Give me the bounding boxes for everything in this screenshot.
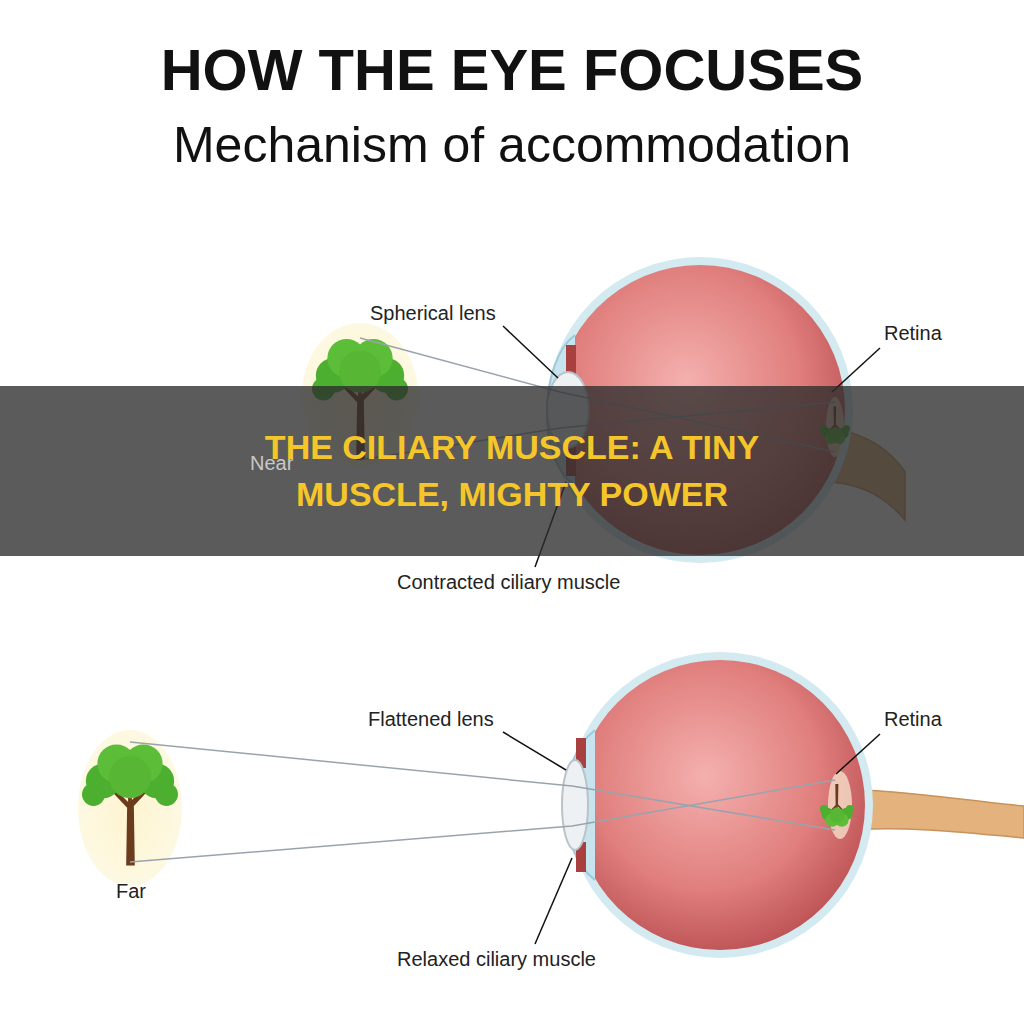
part-label: Retina xyxy=(884,322,942,345)
banner-text: THE CILIARY MUSCLE: A TINY MUSCLE, MIGHT… xyxy=(252,424,772,518)
part-label: Spherical lens xyxy=(370,302,496,325)
far-eye xyxy=(562,652,1024,958)
object-label: Near xyxy=(250,452,293,475)
retina-image xyxy=(820,784,854,827)
far-tree xyxy=(82,744,178,865)
object-label: Far xyxy=(116,880,146,903)
subtitle: Mechanism of accommodation xyxy=(0,116,1024,174)
light-rays xyxy=(130,742,835,862)
part-label: Retina xyxy=(884,708,942,731)
part-label: Relaxed ciliary muscle xyxy=(397,948,596,971)
leader-lines xyxy=(503,732,880,944)
banner-band: THE CILIARY MUSCLE: A TINY MUSCLE, MIGHT… xyxy=(0,386,1024,556)
part-label: Flattened lens xyxy=(368,708,494,731)
title: HOW THE EYE FOCUSES xyxy=(0,36,1024,103)
object-glow xyxy=(78,730,182,886)
part-label: Contracted ciliary muscle xyxy=(397,571,620,594)
